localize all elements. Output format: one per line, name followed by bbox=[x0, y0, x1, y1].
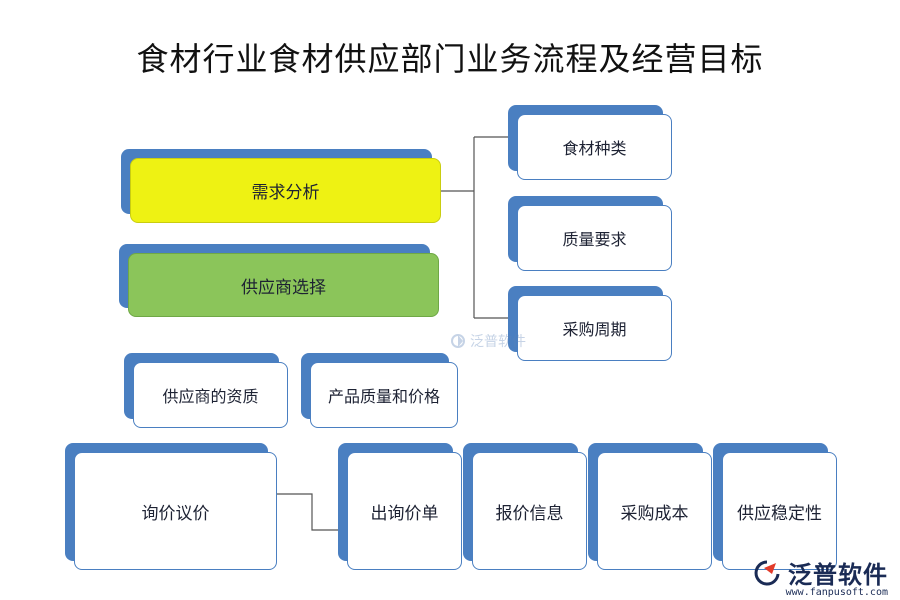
food-types-box: 食材种类 bbox=[508, 105, 672, 180]
inquiry-negotiation-box: 询价议价 bbox=[65, 443, 277, 570]
watermark-logo-icon bbox=[451, 334, 465, 348]
supply-stability-box: 供应稳定性 bbox=[713, 443, 837, 570]
brand-logo: 泛普软件 www.fanpusoft.com bbox=[752, 555, 888, 598]
page-title: 食材行业食材供应部门业务流程及经营目标 bbox=[136, 40, 764, 78]
issue-inquiry-label: 出询价单 bbox=[347, 452, 462, 570]
issue-inquiry-box: 出询价单 bbox=[338, 443, 462, 570]
watermark-text: 泛普软件 bbox=[470, 334, 526, 350]
quotation-info-label: 报价信息 bbox=[472, 452, 587, 570]
supplier-qualification-label: 供应商的资质 bbox=[133, 362, 288, 428]
food-types-label: 食材种类 bbox=[517, 114, 672, 180]
quotation-info-box: 报价信息 bbox=[463, 443, 587, 570]
purchase-cost-box: 采购成本 bbox=[588, 443, 712, 570]
purchase-cycle-label: 采购周期 bbox=[517, 295, 672, 361]
supplier-selection-box: 供应商选择 bbox=[119, 244, 439, 317]
brand-site: www.fanpusoft.com bbox=[785, 587, 888, 598]
purchase-cycle-box: 采购周期 bbox=[508, 286, 672, 361]
supplier-qualification-box: 供应商的资质 bbox=[124, 353, 288, 428]
demand-analysis-box: 需求分析 bbox=[121, 149, 441, 223]
quality-requirements-label: 质量要求 bbox=[517, 205, 672, 271]
product-quality-price-label: 产品质量和价格 bbox=[310, 362, 458, 428]
product-quality-price-box: 产品质量和价格 bbox=[301, 353, 458, 428]
quality-requirements-box: 质量要求 bbox=[508, 196, 672, 271]
supply-stability-label: 供应稳定性 bbox=[722, 452, 837, 570]
connector-inquiry-to-issue bbox=[277, 493, 340, 531]
inquiry-negotiation-label: 询价议价 bbox=[74, 452, 277, 570]
watermark: 泛普软件 bbox=[450, 331, 526, 351]
brand-name: 泛普软件 bbox=[788, 561, 888, 589]
connector-demand-to-details bbox=[441, 136, 508, 319]
brand-logo-icon bbox=[754, 560, 780, 585]
purchase-cost-label: 采购成本 bbox=[597, 452, 712, 570]
supplier-selection-label: 供应商选择 bbox=[128, 253, 439, 317]
demand-analysis-label: 需求分析 bbox=[130, 158, 441, 223]
